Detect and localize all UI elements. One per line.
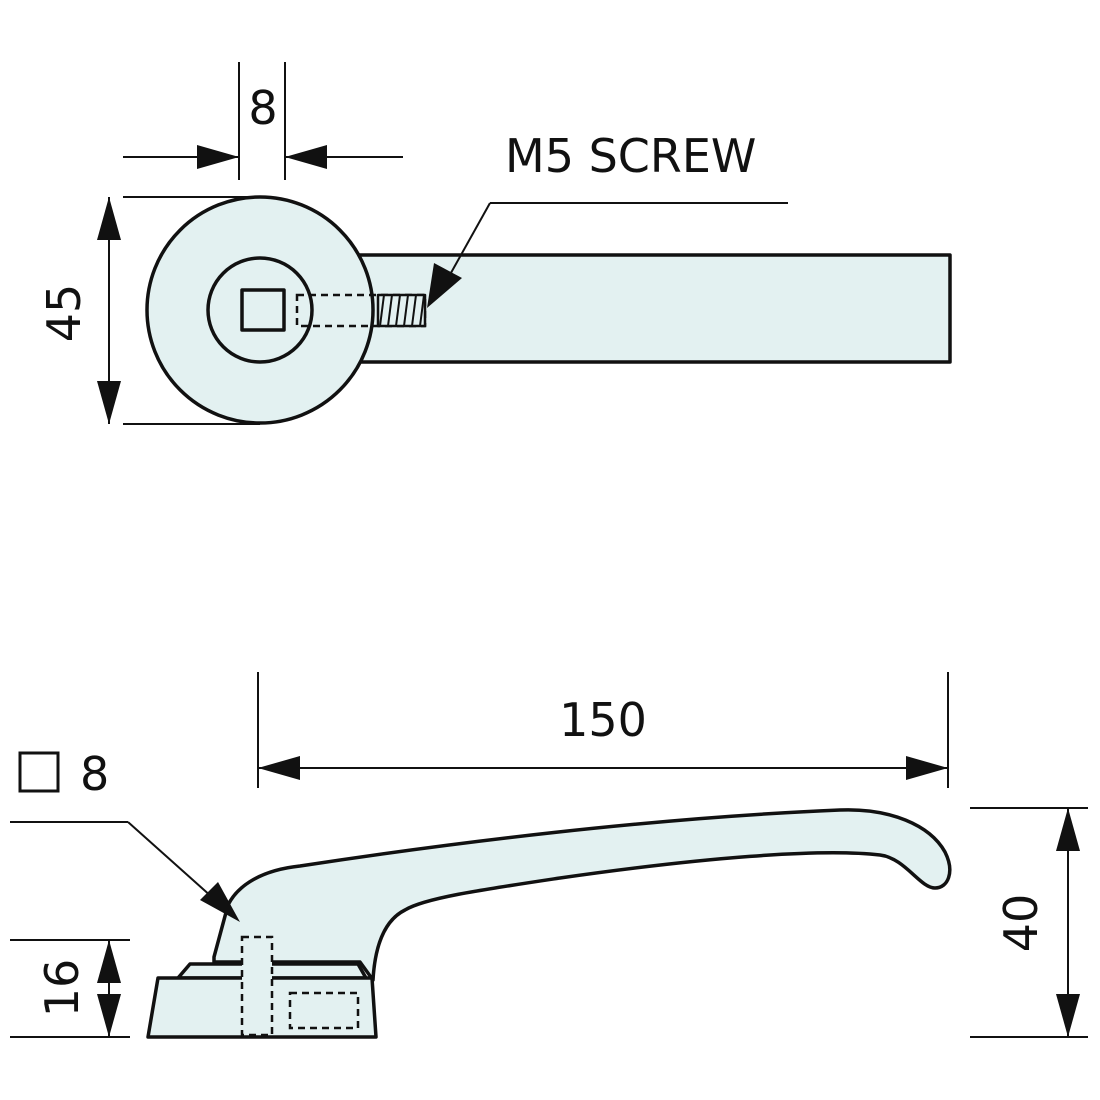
side-square-bore-hidden [240, 935, 274, 1037]
top-screw-bore-hidden [295, 293, 427, 328]
side-view: 150 40 16 8 [10, 672, 1088, 1039]
callout-square-8-label: 8 [80, 747, 109, 801]
square-symbol-icon [18, 751, 60, 793]
dim-top-width-label: 8 [248, 81, 277, 135]
dim-side-base: 16 [10, 939, 130, 1038]
dim-side-length: 150 [257, 672, 949, 788]
top-screw-thread-lines [379, 294, 425, 327]
top-screw-thread [376, 293, 427, 328]
top-lever-bar [353, 253, 952, 364]
top-square-hole [240, 288, 286, 332]
dim-top-height: 45 [37, 196, 260, 425]
dim-side-height: 40 [970, 807, 1088, 1038]
top-view: 8 45 M5 SCREW [37, 62, 952, 425]
callout-square-8: 8 [10, 747, 240, 922]
side-screw-bore-hidden [288, 991, 360, 1030]
callout-m5-screw-label: M5 SCREW [505, 129, 756, 183]
side-lever-body [212, 808, 952, 982]
callout-m5-screw: M5 SCREW [427, 129, 788, 308]
dim-top-width: 8 [123, 62, 403, 180]
dim-side-height-label: 40 [994, 894, 1048, 953]
dim-side-base-label: 16 [35, 959, 89, 1018]
dim-top-height-label: 45 [37, 284, 91, 343]
dim-side-length-label: 150 [559, 693, 647, 747]
